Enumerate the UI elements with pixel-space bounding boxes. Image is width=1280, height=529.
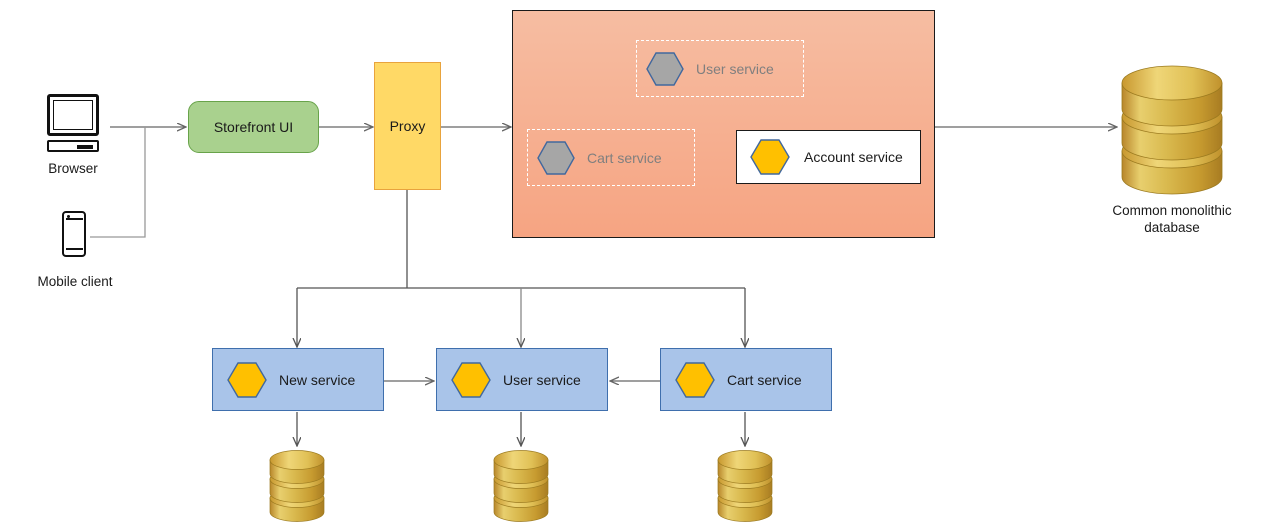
microservice-user-service-node[interactable]: User service [436,348,608,411]
microservice-cart-service-node[interactable]: Cart service [660,348,832,411]
monitor-base [47,140,99,152]
monolith-container[interactable]: User service Cart service Account servic… [512,10,935,238]
hexagon-icon [646,51,684,86]
cart-service-database-icon[interactable] [714,446,776,529]
phone-speaker-bar [65,218,83,220]
storefront-ui-node[interactable]: Storefront UI [188,101,319,153]
new-service-database-icon[interactable] [266,446,328,529]
monolith-cart-service-node[interactable]: Cart service [527,129,695,186]
user-service-database-icon[interactable] [490,446,552,529]
phone-camera-dot [67,214,70,218]
db-caption-line-1: Common monolithic [1112,203,1232,218]
storefront-ui-label: Storefront UI [213,119,294,135]
hexagon-icon [537,140,575,175]
monolith-account-service-label: Account service [804,149,903,165]
hexagon-icon [750,139,790,175]
microservice-cart-service-label: Cart service [727,371,802,388]
proxy-label: Proxy [389,118,426,134]
microservice-user-service-label: User service [503,371,581,388]
microservice-new-service-label: New service [279,371,356,388]
proxy-node[interactable]: Proxy [374,62,441,190]
microservice-new-service-node[interactable]: New service [212,348,384,411]
monitor-screen [47,94,99,136]
hexagon-icon [451,361,491,398]
monolith-user-service-label: User service [696,60,774,77]
mobile-client-label: Mobile client [37,274,113,289]
hexagon-icon [227,361,267,398]
db-caption-line-2: database [1144,219,1200,235]
common-monolithic-database-caption: Common monolithic database [1072,203,1272,237]
hexagon-icon [675,361,715,398]
common-monolithic-database-icon[interactable] [1116,59,1228,204]
mobile-phone-icon [62,211,86,257]
browser-label: Browser [48,161,98,176]
monolith-cart-service-label: Cart service [587,149,662,166]
phone-home-bar [65,248,83,250]
monolith-user-service-node[interactable]: User service [636,40,804,97]
monolith-account-service-node[interactable]: Account service [736,130,921,184]
